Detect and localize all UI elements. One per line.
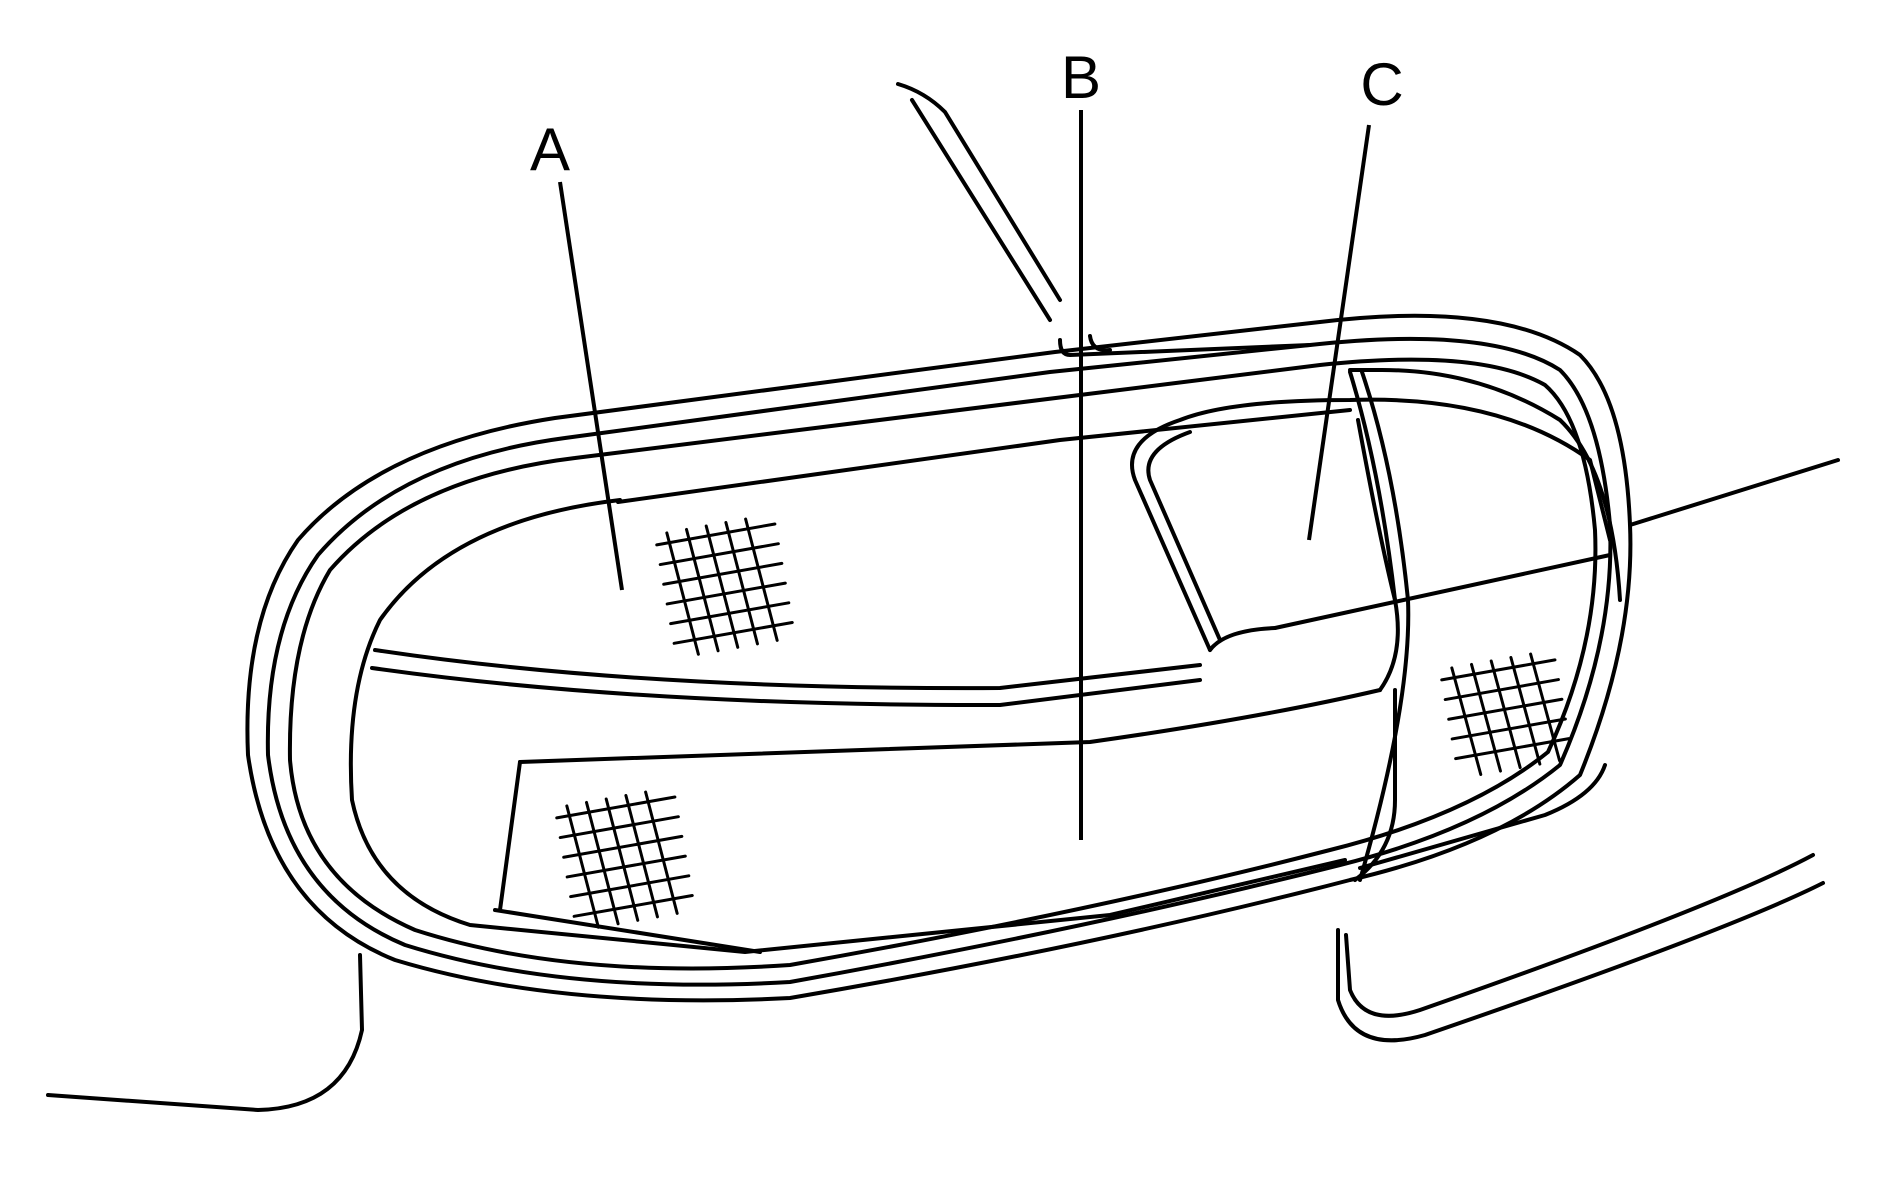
housing-rim-second — [265, 336, 1613, 987]
door-panel-line-lower-inner — [1336, 881, 1825, 1043]
mesh-patch-upper-left — [655, 517, 794, 656]
lens-outer-outline — [1130, 397, 1612, 652]
door-panel-line-lower-outer — [1344, 853, 1815, 1018]
mesh-patch-lower-left — [555, 790, 694, 929]
mirror-glass-section — [370, 418, 1400, 912]
lower-right-band — [1358, 763, 1607, 870]
housing-lower-edge — [493, 908, 762, 954]
callout-label-c: C — [1360, 51, 1403, 118]
mesh-patch-right — [1440, 652, 1571, 777]
housing-inner-rim — [348, 498, 1347, 954]
callout-leaders — [558, 110, 1371, 840]
door-panel-line-right — [1628, 458, 1840, 527]
callout-leader-a — [558, 181, 624, 591]
glass-left-edge — [498, 760, 522, 912]
callout-leader-c — [1307, 124, 1371, 541]
lens-section-c — [1130, 368, 1622, 882]
lens-bottom-corner — [1208, 626, 1277, 652]
vehicle-body-lines — [46, 82, 1840, 1112]
mirror-housing — [245, 313, 1633, 1003]
window-frame-outer — [896, 82, 1062, 302]
lens-bottom-line — [1273, 553, 1612, 630]
lens-right-outline — [1348, 368, 1622, 602]
mesh-patches — [555, 517, 1571, 929]
glass-top-edge-lower — [370, 666, 1202, 708]
lens-inner-outline — [1146, 430, 1222, 642]
window-frame-inner — [910, 98, 1052, 322]
callout-labels: A B C — [530, 44, 1404, 183]
lens-divider-inner — [1358, 370, 1411, 882]
door-panel-line-left — [46, 953, 364, 1112]
lens-divider-outer — [1348, 370, 1397, 602]
glass-inner-edge — [518, 688, 1382, 764]
glass-top-edge — [373, 648, 1202, 691]
callout-label-b: B — [1061, 44, 1101, 111]
upper-strip-line — [616, 408, 1352, 504]
upper-trim-notch — [1088, 334, 1112, 353]
upper-trim-step — [1058, 338, 1312, 357]
glass-right-curve — [1356, 418, 1400, 692]
callout-label-a: A — [530, 116, 570, 183]
housing-outer-rim — [245, 313, 1633, 1003]
